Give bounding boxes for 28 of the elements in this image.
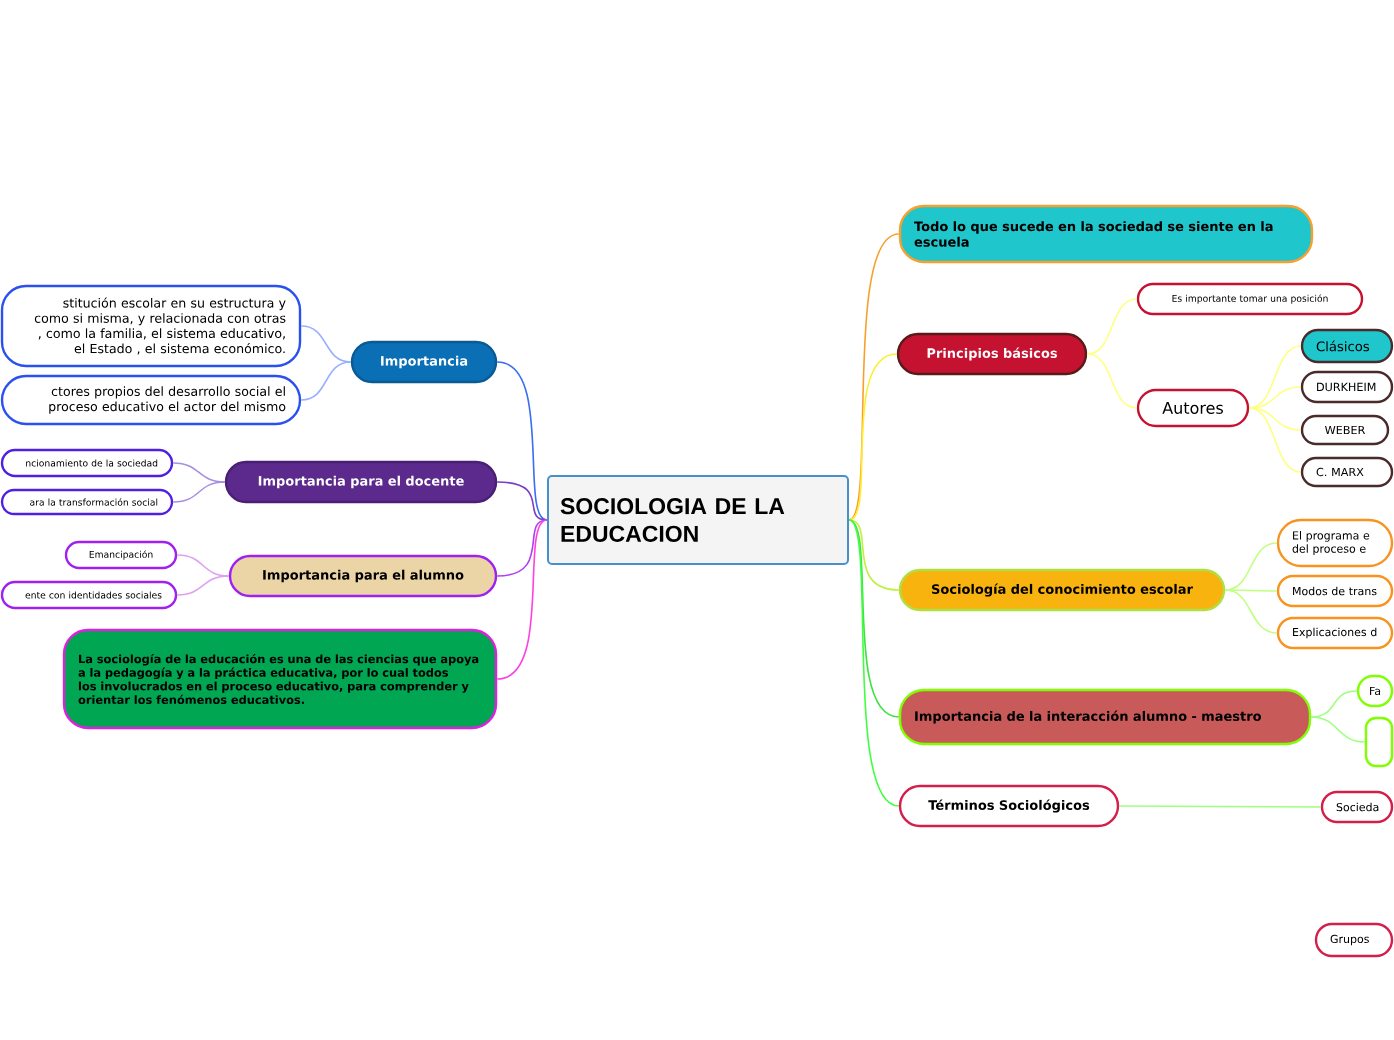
connector — [1086, 353, 1138, 409]
connector — [1224, 589, 1278, 634]
connector — [1248, 345, 1302, 409]
connector — [1224, 589, 1278, 592]
connector — [496, 481, 548, 521]
connector — [848, 353, 898, 521]
connector — [1224, 542, 1278, 591]
connector — [848, 519, 900, 591]
connector — [1118, 805, 1322, 808]
subtopic-box — [1364, 716, 1394, 768]
connector — [1086, 298, 1138, 355]
connector — [1310, 716, 1366, 743]
connector — [172, 481, 226, 503]
connector — [496, 361, 548, 521]
central-topic-box: SOCIOLOGIA DE LA EDUCACION — [547, 475, 849, 565]
connector — [176, 575, 230, 596]
connector — [1248, 407, 1302, 431]
subtopic-box: Autores — [1136, 388, 1250, 428]
connector — [1248, 407, 1302, 473]
connector — [300, 361, 352, 401]
connector — [848, 233, 900, 521]
connector — [300, 325, 352, 363]
connector — [848, 519, 900, 718]
connector — [1310, 690, 1358, 718]
connector — [1248, 386, 1302, 409]
connector — [496, 519, 548, 577]
connector — [848, 519, 900, 807]
connector — [496, 519, 548, 680]
